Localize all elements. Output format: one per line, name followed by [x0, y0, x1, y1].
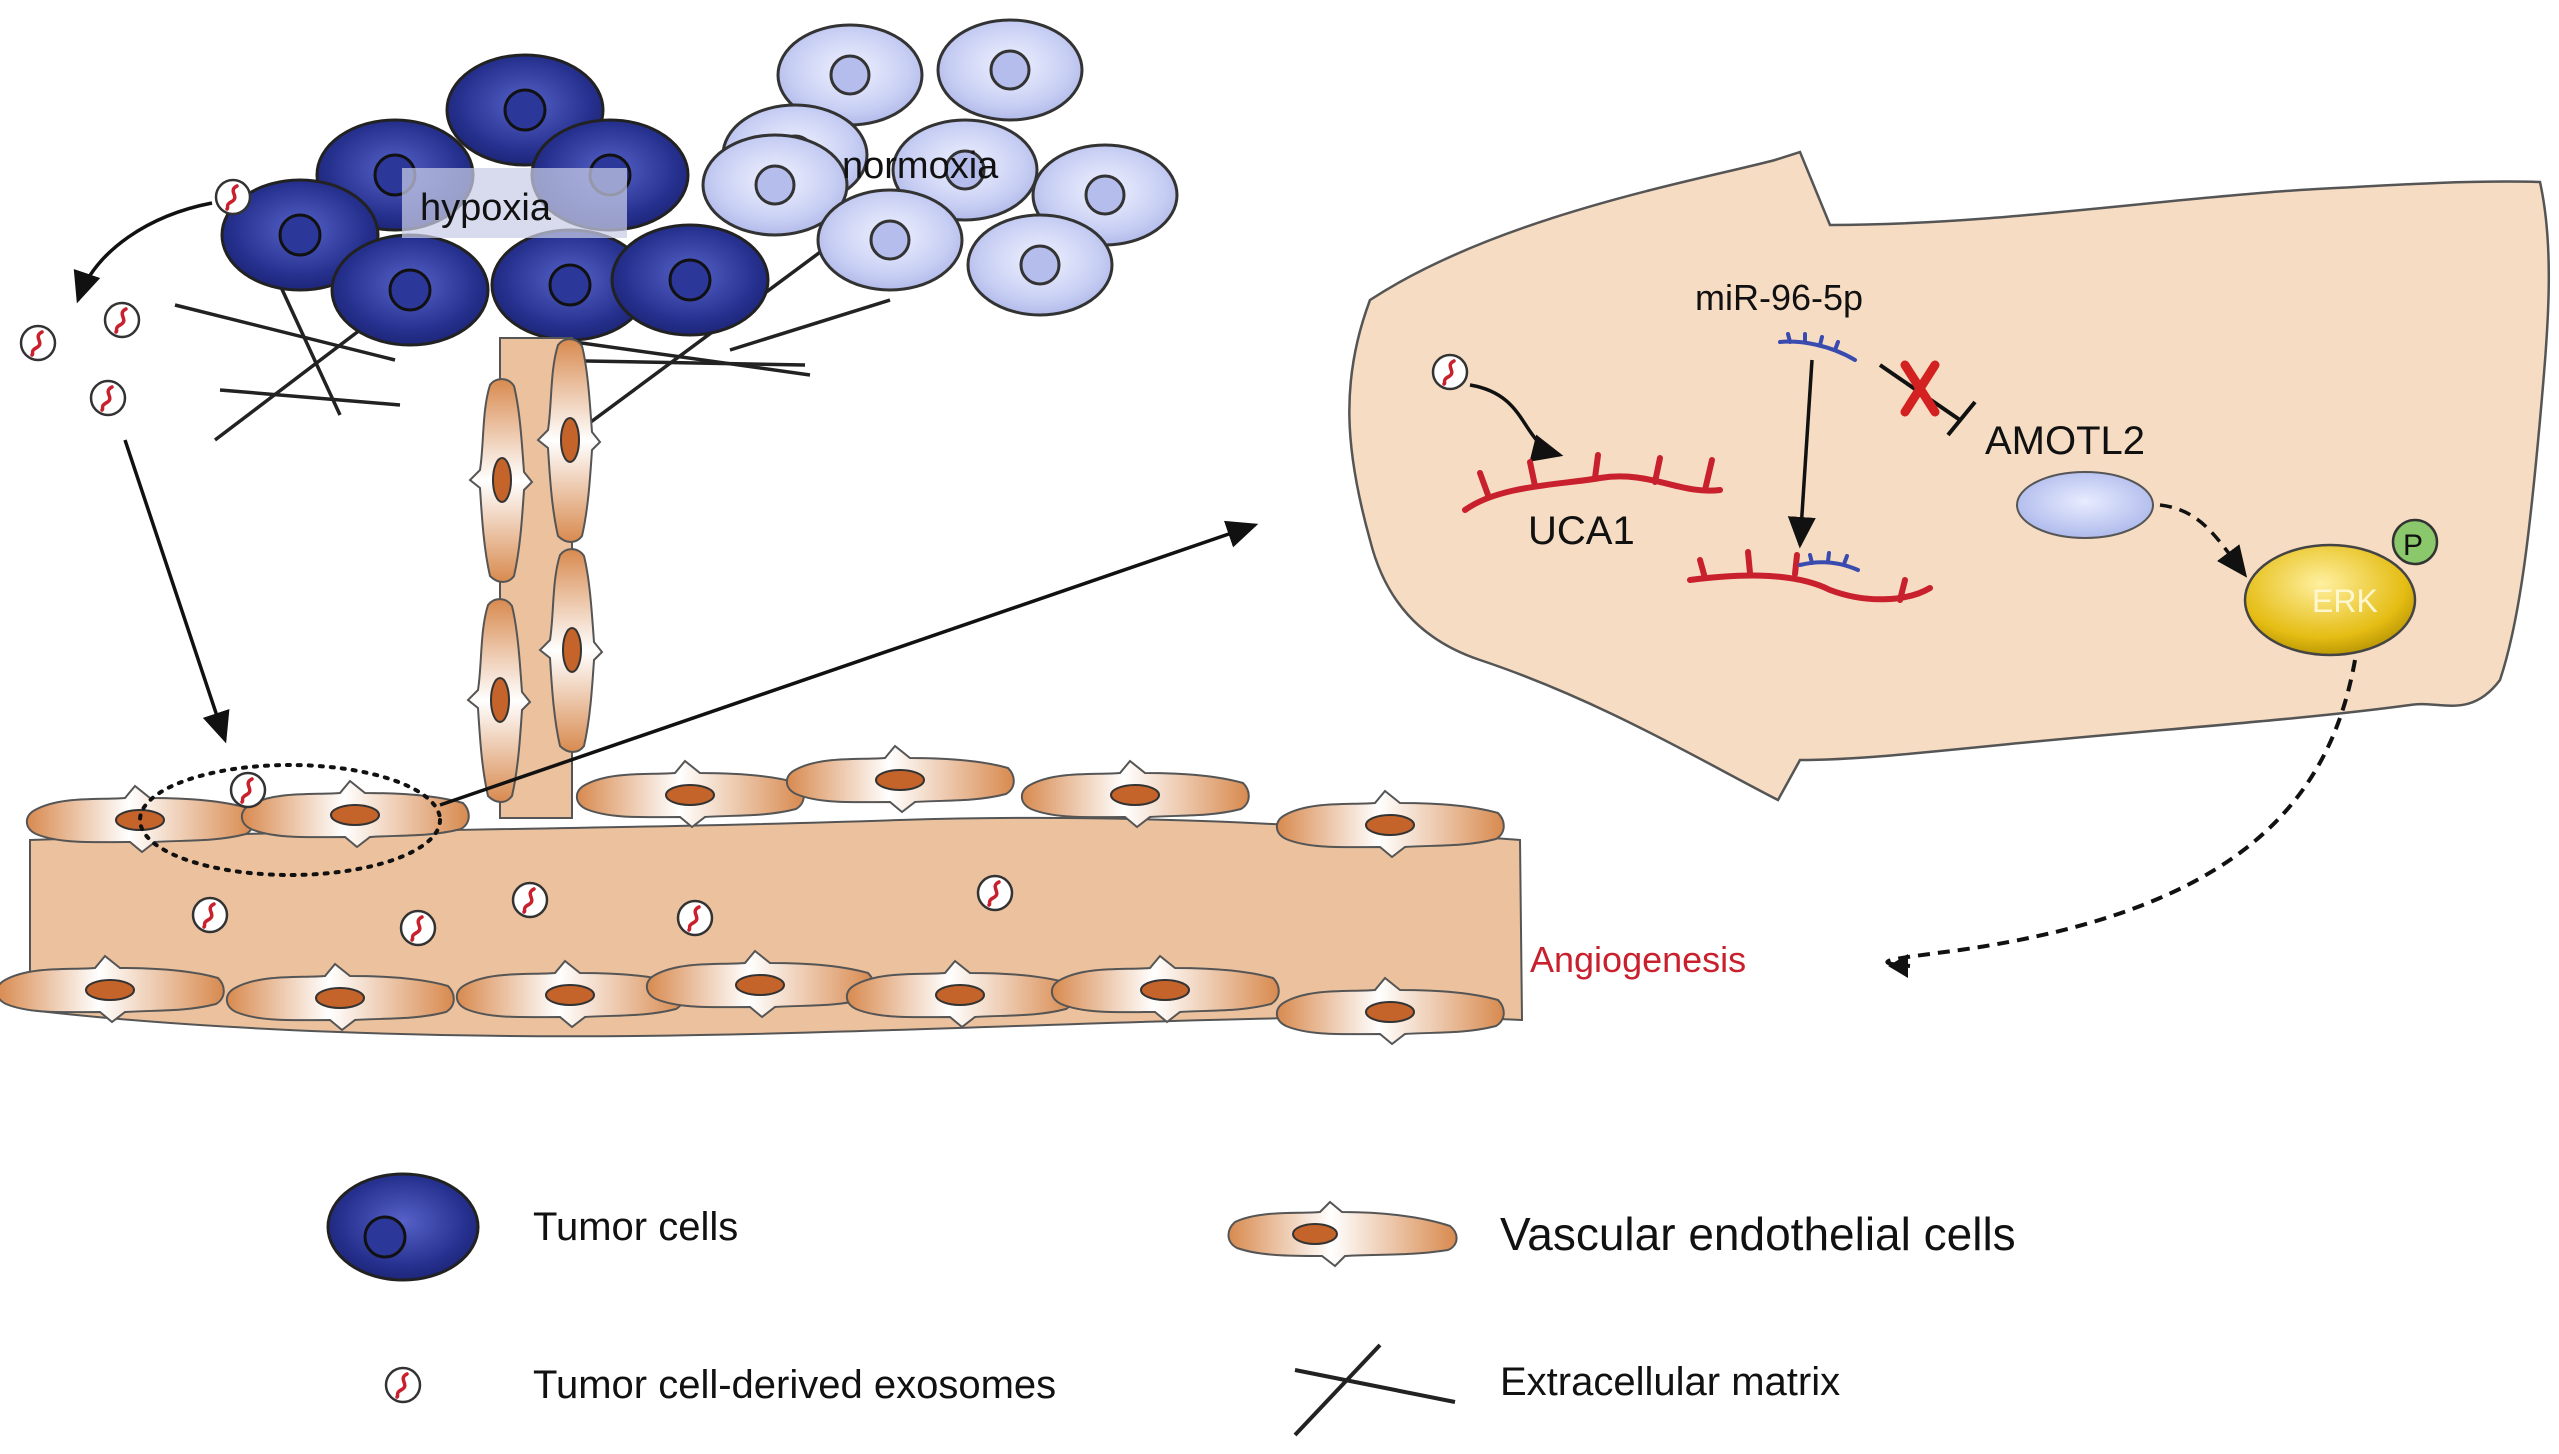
blocked-x-icon	[1900, 360, 1940, 417]
erk-label: ERK	[2312, 583, 2378, 619]
uca1-mirna-complex	[1687, 549, 1933, 603]
mirna-molecule	[1778, 332, 1857, 362]
fusing-exosome	[229, 771, 267, 809]
mirna-binding-arrow	[1787, 359, 1816, 549]
legend-tumor-cells-label: Tumor cells	[533, 1205, 738, 1249]
zoom-arrow	[439, 520, 1259, 807]
amotl2-protein	[2016, 471, 2154, 539]
amotl2-erk-dashed-arrow	[2159, 503, 2248, 578]
secreted-exosomes	[19, 178, 252, 417]
legend-matrix-label: Extracellular matrix	[1500, 1360, 1840, 1404]
mirna-label: miR-96-5p	[1695, 277, 1863, 318]
hypoxia-label: hypoxia	[402, 168, 627, 238]
legend-matrix-icon	[1293, 1343, 1456, 1437]
exosome-release-arrow	[1469, 383, 1564, 462]
angiogenesis-label: Angiogenesis	[1530, 939, 1746, 980]
sprouting-vessel	[467, 337, 603, 819]
svg-text:hypoxia: hypoxia	[420, 187, 552, 229]
zoom-region-ellipse	[138, 763, 442, 877]
phospho-badge	[2391, 518, 2439, 566]
legend: Tumor cells Tumor cell-derived exosomes …	[326, 1172, 2016, 1437]
uca1-rna	[1462, 452, 1723, 513]
amotl2-label: AMOTL2	[1985, 419, 2145, 463]
uca1-label: UCA1	[1528, 509, 1635, 553]
legend-exosomes-label: Tumor cell-derived exosomes	[533, 1363, 1056, 1407]
angiogenesis-arrowhead	[1888, 954, 1908, 978]
legend-endothelial-icon	[1227, 1200, 1458, 1268]
zoomed-endothelial-cell	[1348, 150, 2551, 802]
secretion-arrow	[73, 201, 213, 304]
phospho-label: P	[2403, 529, 2423, 562]
bound-mirna	[1798, 551, 1860, 572]
internalized-exosome	[1431, 353, 1469, 391]
normoxia-label: normoxia	[842, 145, 999, 187]
legend-endothelial-label: Vascular endothelial cells	[1500, 1208, 2016, 1260]
erk-protein	[2243, 543, 2417, 657]
legend-exosome-icon	[384, 1366, 422, 1404]
legend-tumor-cell-icon	[326, 1172, 480, 1282]
svg-text:normoxia: normoxia	[842, 145, 999, 187]
blood-vessel	[0, 745, 1524, 1045]
erk-angiogenesis-dashed-arrow	[1885, 659, 2357, 968]
uptake-arrow	[123, 439, 230, 744]
